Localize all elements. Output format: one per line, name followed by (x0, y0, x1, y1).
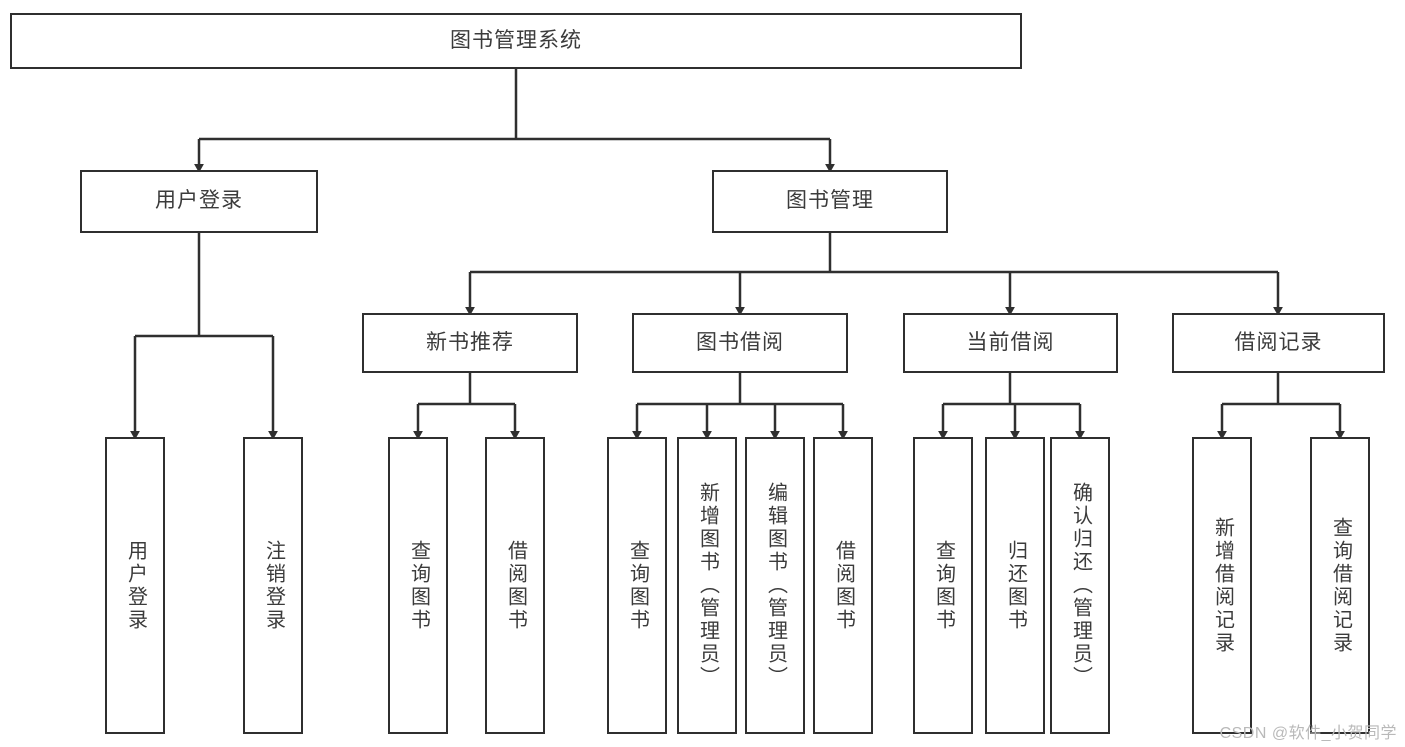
node-label: 借阅图书 (504, 539, 527, 632)
node-leaf-query-record[interactable]: 查询借阅记录 (1310, 437, 1370, 734)
node-leaf-return-book[interactable]: 归还图书 (985, 437, 1045, 734)
node-label: 查询图书 (932, 539, 955, 632)
node-label: 注销登录 (262, 539, 285, 632)
node-label: 当前借阅 (966, 330, 1055, 354)
node-root[interactable]: 图书管理系统 (10, 13, 1022, 69)
node-new-book-rec[interactable]: 新书推荐 (362, 313, 578, 373)
node-borrow-record[interactable]: 借阅记录 (1172, 313, 1385, 373)
node-label: 图书管理系统 (450, 28, 582, 52)
node-book-borrow[interactable]: 图书借阅 (632, 313, 848, 373)
node-leaf-user-login[interactable]: 用户登录 (105, 437, 165, 734)
node-label: 确认归还（管理员） (1069, 482, 1092, 689)
node-leaf-edit-book[interactable]: 编辑图书（管理员） (745, 437, 805, 734)
connector-lines (130, 69, 1345, 440)
node-leaf-logout[interactable]: 注销登录 (243, 437, 303, 734)
node-label: 图书管理 (786, 189, 874, 213)
node-leaf-borrow-book-2[interactable]: 借阅图书 (813, 437, 873, 734)
node-user-login[interactable]: 用户登录 (80, 170, 318, 233)
node-label: 查询图书 (626, 539, 649, 632)
node-label: 图书借阅 (696, 330, 784, 354)
node-label: 用户登录 (124, 539, 147, 632)
node-label: 新增借阅记录 (1211, 516, 1234, 655)
node-label: 新书推荐 (426, 330, 514, 354)
node-label: 借阅图书 (832, 539, 855, 632)
node-current-borrow[interactable]: 当前借阅 (903, 313, 1118, 373)
node-label: 编辑图书（管理员） (764, 482, 787, 689)
node-leaf-query-book-1[interactable]: 查询图书 (388, 437, 448, 734)
node-leaf-borrow-book-1[interactable]: 借阅图书 (485, 437, 545, 734)
node-leaf-add-record[interactable]: 新增借阅记录 (1192, 437, 1252, 734)
node-label: 查询图书 (407, 539, 430, 632)
node-leaf-confirm-return[interactable]: 确认归还（管理员） (1050, 437, 1110, 734)
node-label: 借阅记录 (1234, 330, 1323, 354)
node-leaf-add-book[interactable]: 新增图书（管理员） (677, 437, 737, 734)
node-leaf-query-book-2[interactable]: 查询图书 (607, 437, 667, 734)
node-label: 归还图书 (1004, 539, 1027, 632)
node-label: 新增图书（管理员） (696, 482, 719, 689)
node-label: 用户登录 (155, 189, 243, 213)
node-label: 查询借阅记录 (1329, 516, 1352, 655)
node-leaf-query-book-3[interactable]: 查询图书 (913, 437, 973, 734)
node-book-manage[interactable]: 图书管理 (712, 170, 948, 233)
